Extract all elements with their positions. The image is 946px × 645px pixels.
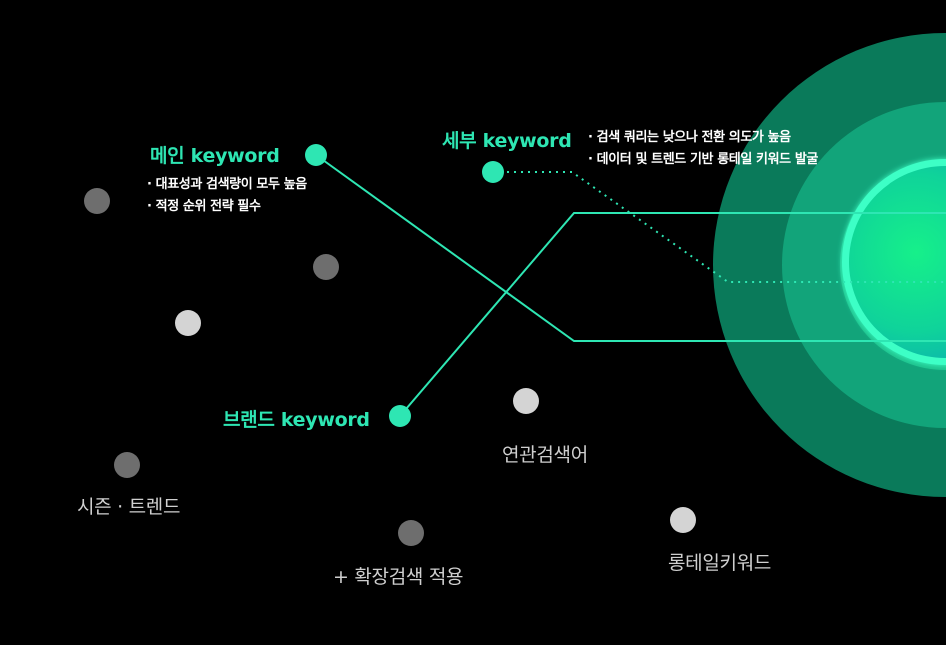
detail-keyword-title: 세부 keyword [442,130,572,152]
gray-dot [313,254,339,280]
longtail-keyword-label: 롱테일키워드 [668,552,772,574]
related-search-dot [513,388,539,414]
season-trend-label: 시즌 · 트렌드 [77,496,181,518]
expanded-search-dot [398,520,424,546]
main-keyword-connector [315,154,946,342]
longtail-keyword-dot [670,507,696,533]
target-core-glow [842,159,946,365]
brand-keyword-node [389,405,411,427]
brand-keyword-connector [399,212,946,417]
main-keyword-title: 메인 keyword [150,145,280,167]
main-keyword-note-2: · 적정 순위 전략 필수 [147,199,261,214]
detail-keyword-note-2: · 데이터 및 트렌드 기반 롱테일 키워드 발굴 [588,152,818,167]
brand-keyword-title: 브랜드 keyword [223,409,370,431]
expanded-search-label: + 확장검색 적용 [333,566,464,588]
detail-keyword-note-1: · 검색 쿼리는 낮으나 전환 의도가 높음 [588,130,791,145]
gray-dot [175,310,201,336]
detail-keyword-node [482,161,504,183]
main-keyword-node [305,144,327,166]
main-keyword-note-1: · 대표성과 검색량이 모두 높음 [147,177,307,192]
main-keyword-notes: · 대표성과 검색량이 모두 높음 · 적정 순위 전략 필수 [147,174,307,218]
gray-dot [84,188,110,214]
detail-keyword-notes: · 검색 쿼리는 낮으나 전환 의도가 높음 · 데이터 및 트렌드 기반 롱테… [588,127,818,171]
detail-keyword-connector [493,171,946,283]
season-trend-dot [114,452,140,478]
related-search-label: 연관검색어 [502,444,588,466]
target-core [849,166,946,358]
